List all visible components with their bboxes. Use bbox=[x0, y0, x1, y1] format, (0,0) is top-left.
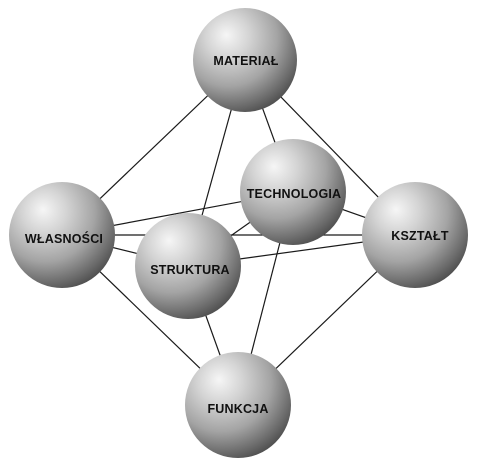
sphere-ksztalt bbox=[362, 182, 468, 288]
node-ksztalt: KSZTAŁT bbox=[362, 182, 468, 288]
label-wlasnosci: WŁASNOŚCI bbox=[25, 231, 103, 246]
sphere-struktura bbox=[135, 213, 241, 319]
label-technologia: TECHNOLOGIA bbox=[247, 187, 342, 201]
sphere-wlasnosci bbox=[9, 182, 115, 288]
node-technologia: TECHNOLOGIA bbox=[240, 139, 346, 245]
sphere-technologia bbox=[240, 139, 346, 245]
node-funkcja: FUNKCJA bbox=[185, 352, 291, 458]
label-funkcja: FUNKCJA bbox=[207, 402, 268, 416]
node-struktura: STRUKTURA bbox=[135, 213, 241, 319]
sphere-material bbox=[193, 8, 297, 112]
label-ksztalt: KSZTAŁT bbox=[391, 229, 449, 243]
sphere-funkcja bbox=[185, 352, 291, 458]
node-material: MATERIAŁ bbox=[193, 8, 297, 112]
label-struktura: STRUKTURA bbox=[150, 263, 230, 277]
label-material: MATERIAŁ bbox=[213, 54, 278, 68]
node-wlasnosci: WŁASNOŚCI bbox=[9, 182, 115, 288]
